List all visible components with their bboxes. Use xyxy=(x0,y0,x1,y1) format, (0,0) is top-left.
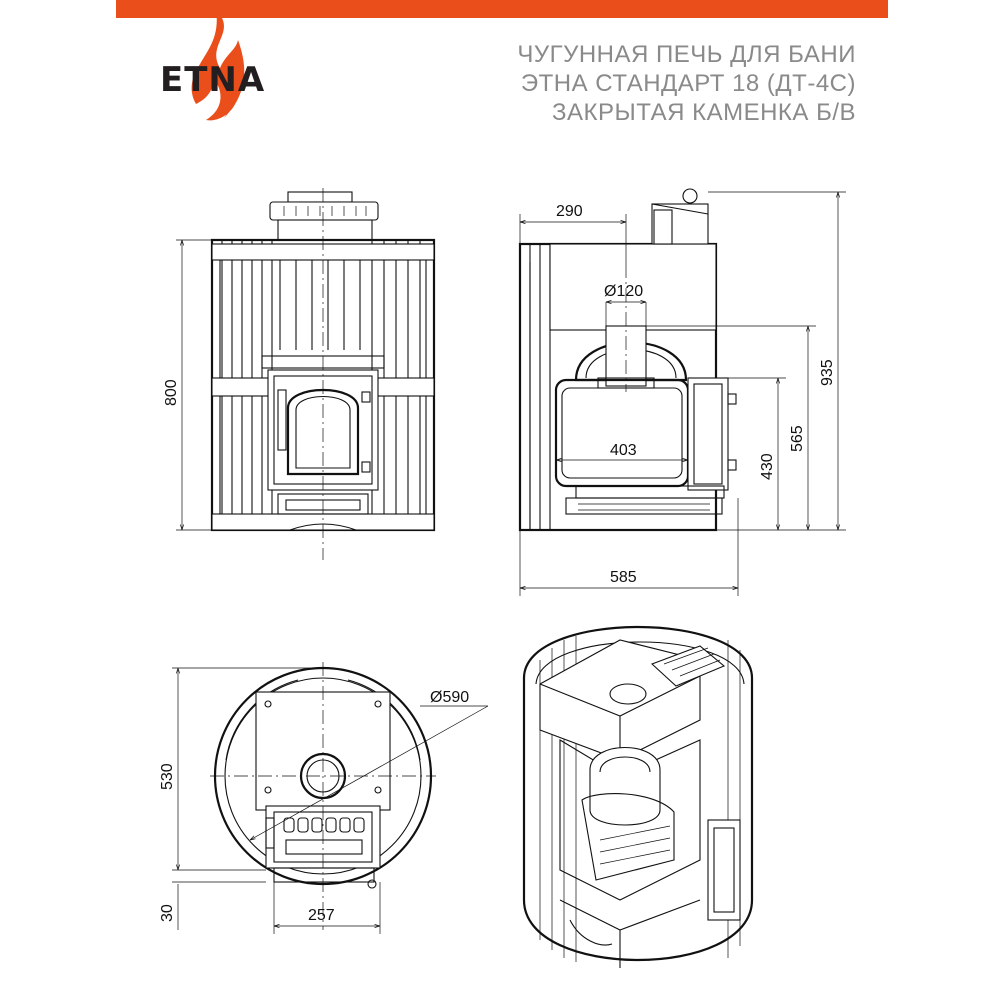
title-line-3: ЗАКРЫТАЯ КАМЕНКА Б/В xyxy=(551,99,856,126)
dim-door-width: 257 xyxy=(308,907,335,924)
plan-view: Ø590 530 30 257 xyxy=(159,662,489,934)
dim-side-top-depth: 290 xyxy=(556,203,583,220)
dim-base-offset: 30 xyxy=(159,904,176,922)
title-line-2: ЭТНА СТАНДАРТ 18 (ДТ-4С) xyxy=(520,70,856,97)
flame-icon xyxy=(191,10,245,121)
dim-door-height: 430 xyxy=(759,453,776,480)
dim-diameter: Ø590 xyxy=(430,689,469,706)
top-accent-bar xyxy=(116,0,888,18)
etna-logo: ETNA xyxy=(160,10,290,121)
dim-firebox-length: 403 xyxy=(610,442,637,459)
side-view: 290 Ø120 403 935 565 430 585 xyxy=(518,188,846,596)
dim-chimney-height: 565 xyxy=(789,425,806,452)
title-line-1: ЧУГУННАЯ ПЕЧЬ ДЛЯ БАНИ xyxy=(517,41,856,68)
logo-text: ETNA xyxy=(160,60,266,100)
isometric-cutaway-view xyxy=(522,625,754,968)
dim-total-height: 935 xyxy=(819,359,836,386)
front-view: 800 xyxy=(163,188,436,560)
dim-total-depth: 585 xyxy=(610,569,637,586)
product-title: ЧУГУННАЯ ПЕЧЬ ДЛЯ БАНИ ЭТНА СТАНДАРТ 18 … xyxy=(517,40,856,127)
dim-front-height: 800 xyxy=(163,379,180,406)
dim-plan-depth: 530 xyxy=(159,763,176,790)
dim-chimney-diameter: Ø120 xyxy=(604,283,643,300)
